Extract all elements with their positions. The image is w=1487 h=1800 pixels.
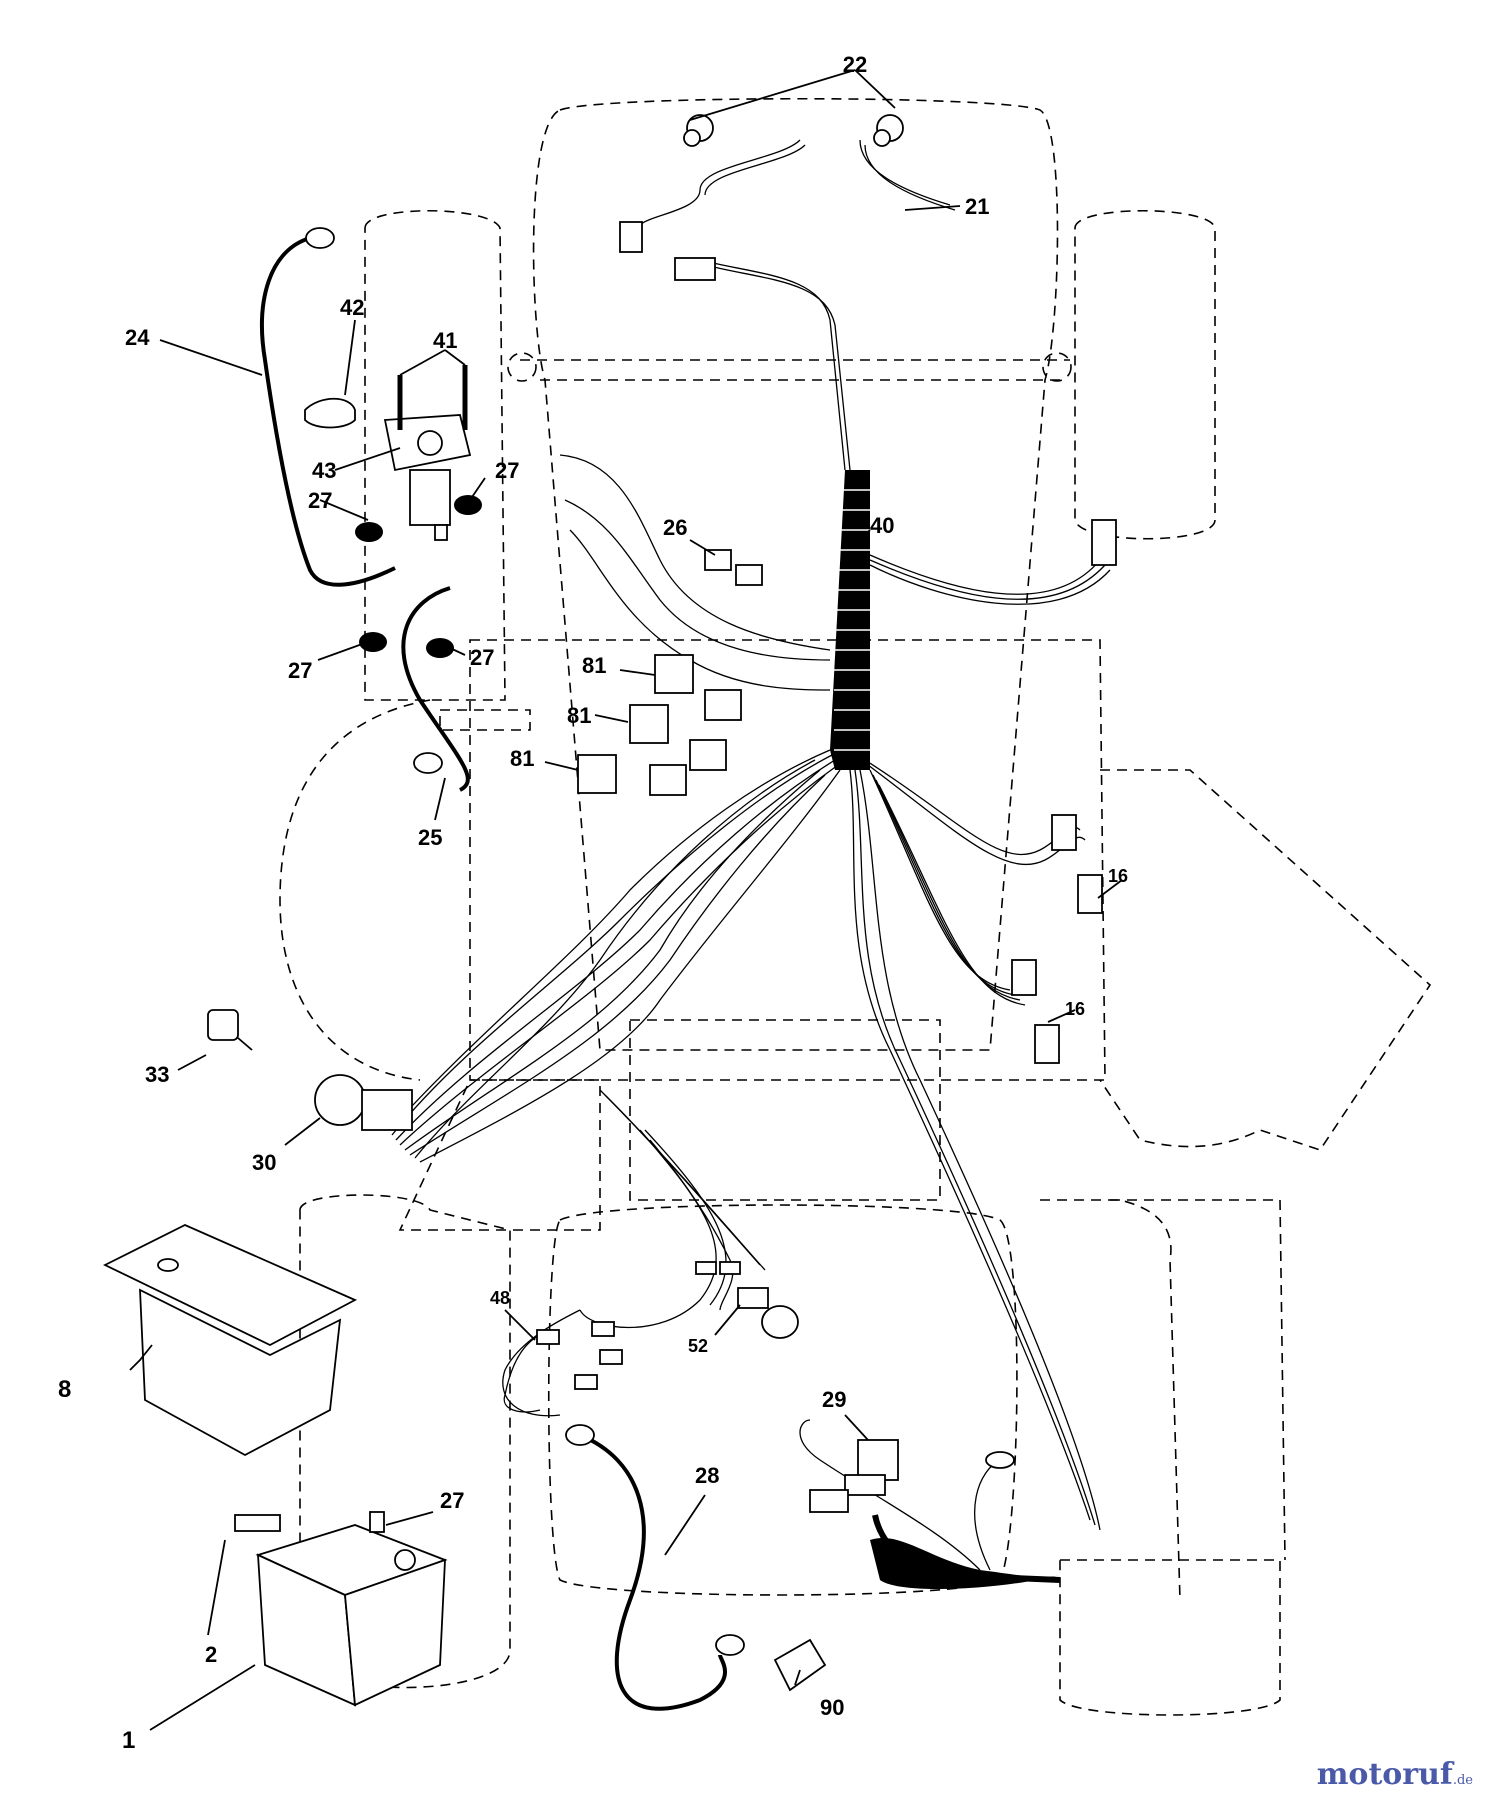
switch-16a xyxy=(1077,874,1103,914)
callout-27-a: 27 xyxy=(495,458,519,483)
callout-2: 2 xyxy=(205,1642,217,1667)
fuse-holder-26 xyxy=(704,549,732,571)
battery-box xyxy=(102,1224,358,1457)
harness-plug-16b xyxy=(1011,959,1037,996)
terminal-boot-90 xyxy=(773,1638,827,1692)
callout-90: 90 xyxy=(820,1695,844,1720)
watermark-logo: motoruf.de xyxy=(1317,1757,1473,1792)
switch-16b xyxy=(1034,1024,1060,1064)
callout-25: 25 xyxy=(418,825,442,850)
callout-8: 8 xyxy=(58,1376,71,1403)
starter-solenoid-29 xyxy=(844,1439,899,1496)
battery-nut xyxy=(369,1511,385,1533)
callout-27-d: 27 xyxy=(470,645,494,670)
callout-40: 40 xyxy=(870,513,894,538)
callout-27-e: 27 xyxy=(440,1488,464,1513)
ring-terminal-28 xyxy=(565,1424,595,1446)
harness-plug-16a xyxy=(1051,814,1077,851)
harness-connector-29 xyxy=(809,1489,849,1513)
harness-connector-top xyxy=(674,257,716,281)
battery xyxy=(255,1524,448,1707)
callout-33: 33 xyxy=(145,1062,169,1087)
ground-cable-24 xyxy=(260,236,396,587)
nut-4 xyxy=(426,638,454,658)
callout-42: 42 xyxy=(340,295,364,320)
terminal-boot xyxy=(304,397,356,429)
nut-1 xyxy=(355,522,383,542)
callout-81-a: 81 xyxy=(582,653,606,678)
ring-terminal-24 xyxy=(305,227,335,249)
ring-terminal-29 xyxy=(985,1451,1015,1469)
callout-27-c: 27 xyxy=(288,658,312,683)
watermark-tld: .de xyxy=(1452,1773,1473,1788)
callout-30: 30 xyxy=(252,1150,276,1175)
headlight-right xyxy=(873,114,904,147)
cable-25 xyxy=(401,586,470,792)
relay-2 xyxy=(629,704,727,771)
battery-bolt xyxy=(234,1514,281,1532)
callout-26: 26 xyxy=(663,515,687,540)
callout-1: 1 xyxy=(122,1727,135,1754)
callout-22: 22 xyxy=(843,52,867,77)
pto-switch-48 xyxy=(503,1321,623,1413)
relay-1 xyxy=(654,654,742,721)
nut-3 xyxy=(359,632,387,652)
cable-28 xyxy=(579,1433,727,1711)
callout-16-a: 16 xyxy=(1108,866,1128,886)
starter-solenoid xyxy=(383,365,472,541)
leader-lines xyxy=(129,69,1123,1731)
callout-16-b: 16 xyxy=(1065,999,1085,1019)
callout-52: 52 xyxy=(688,1336,708,1356)
nut-2 xyxy=(454,495,482,515)
main-wire-harness xyxy=(389,139,1111,1590)
ring-terminal-25 xyxy=(413,752,443,774)
relay-3 xyxy=(577,754,687,796)
watermark-brand: motoruf xyxy=(1316,1757,1453,1792)
fuse-52 xyxy=(737,1287,799,1339)
callout-41: 41 xyxy=(433,328,457,353)
headlight-left xyxy=(683,114,714,147)
ring-terminal-28b xyxy=(715,1634,745,1656)
callout-48: 48 xyxy=(490,1288,510,1308)
callout-43: 43 xyxy=(312,458,336,483)
callout-24: 24 xyxy=(125,325,150,350)
callout-81-c: 81 xyxy=(510,746,534,771)
ignition-switch xyxy=(314,1074,413,1131)
callout-27-b: 27 xyxy=(308,488,332,513)
callout-81-b: 81 xyxy=(567,703,591,728)
wire-loom xyxy=(830,470,1061,1590)
terminal-pair xyxy=(695,1261,741,1275)
headlight-connector xyxy=(619,221,643,253)
fuse-26 xyxy=(735,564,763,586)
seat-switch-connector xyxy=(1091,519,1117,566)
callout-29: 29 xyxy=(822,1387,846,1412)
ignition-key xyxy=(207,1009,253,1051)
callout-28: 28 xyxy=(695,1463,719,1488)
callout-21: 21 xyxy=(965,194,989,219)
callout-labels: 22 21 24 42 41 43 27 27 27 27 25 26 40 8… xyxy=(58,52,1128,1754)
